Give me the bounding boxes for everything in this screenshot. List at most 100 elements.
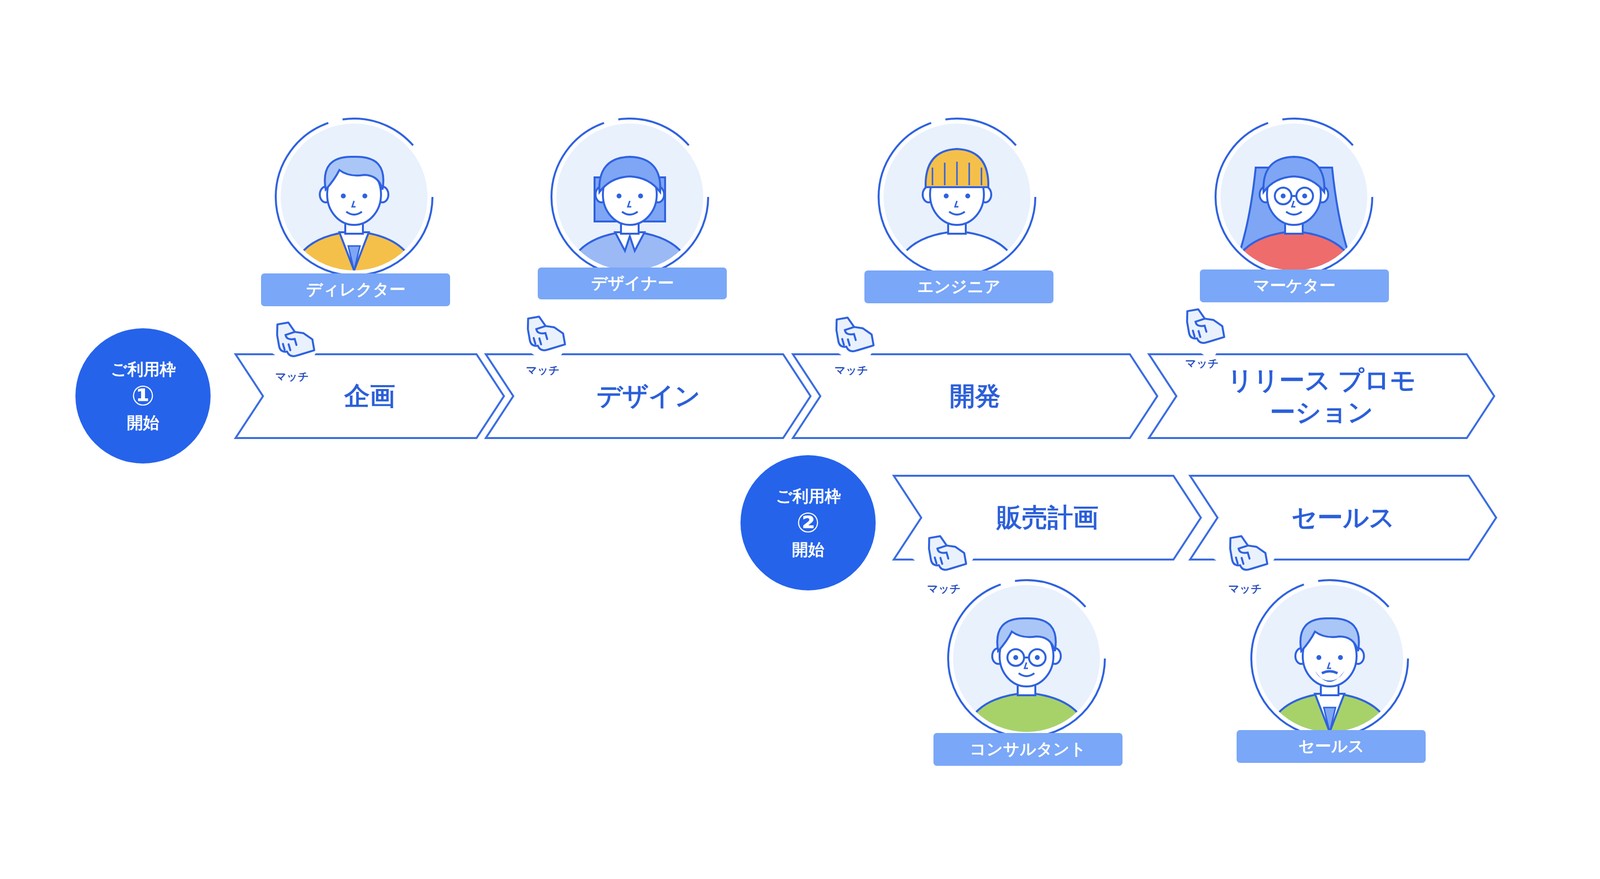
node-text: 開始 xyxy=(126,412,160,433)
illustration-part xyxy=(528,322,553,349)
illustration-part xyxy=(324,156,384,190)
node-text: リリース プロモーション xyxy=(1217,364,1426,429)
match-label: マッチ xyxy=(1183,356,1221,371)
illustration-part xyxy=(837,323,862,350)
illustration-part xyxy=(1316,654,1322,660)
role-label: マーケター xyxy=(1199,269,1389,303)
node-text: 企画 xyxy=(344,380,396,412)
illustration-part xyxy=(352,200,356,207)
node-text: エンジニア xyxy=(917,277,1001,296)
illustration-part xyxy=(1302,193,1308,199)
illustration-part xyxy=(1314,670,1345,682)
illustration-part xyxy=(346,211,362,215)
match-label: マッチ xyxy=(1226,581,1264,597)
illustration-part xyxy=(1256,584,1404,732)
step-number: ① xyxy=(131,379,155,412)
illustration-part xyxy=(638,193,644,199)
illustration-part xyxy=(517,311,570,360)
illustration-part xyxy=(1034,654,1040,660)
illustration-part xyxy=(290,231,418,281)
process-chevron: セールス xyxy=(1189,474,1498,561)
node-text: デザイン xyxy=(596,380,701,412)
illustration-part xyxy=(1286,211,1302,215)
illustration-part xyxy=(955,200,959,207)
illustration-part xyxy=(1314,693,1345,732)
illustration-part xyxy=(1028,648,1046,666)
avatar xyxy=(1251,579,1409,742)
illustration-part xyxy=(339,232,369,271)
node-text: セールス xyxy=(1298,737,1365,755)
illustration-part xyxy=(340,193,346,199)
chevron-path xyxy=(235,354,504,438)
match-label: マッチ xyxy=(925,581,963,597)
illustration-part xyxy=(1251,579,1409,737)
role-label: デザイナー xyxy=(537,267,727,300)
match-label: マッチ xyxy=(273,369,311,384)
process-chevron: 販売計画 xyxy=(892,474,1202,561)
illustration-part xyxy=(1007,648,1025,666)
illustration-part xyxy=(348,245,360,271)
illustration-part xyxy=(1321,670,1338,673)
illustration-part xyxy=(1274,187,1292,205)
illustration-part xyxy=(1327,662,1332,669)
illustration-part xyxy=(362,193,368,199)
avatar xyxy=(1215,118,1373,281)
avatar xyxy=(275,118,433,281)
illustration-part xyxy=(1291,194,1297,197)
illustration-part xyxy=(1169,298,1234,360)
chevron-path xyxy=(893,475,1201,560)
illustration-part xyxy=(1280,193,1286,199)
illustration-part xyxy=(1018,672,1035,676)
chevron-path xyxy=(485,354,811,438)
chevron-path xyxy=(792,354,1158,438)
illustration-part xyxy=(616,193,622,199)
node-text: 販売計画 xyxy=(996,501,1099,534)
illustration-part xyxy=(925,148,989,188)
illustration-part xyxy=(627,200,632,207)
step-number: ② xyxy=(796,505,820,539)
illustration-part xyxy=(275,118,433,276)
illustration-part xyxy=(615,232,645,251)
match-icon xyxy=(1169,298,1234,360)
illustration-part xyxy=(280,123,428,271)
illustration-part xyxy=(965,193,971,199)
avatar xyxy=(948,579,1105,742)
role-label: コンサルタント xyxy=(933,732,1123,766)
illustration-part xyxy=(1296,187,1314,205)
role-label: セールス xyxy=(1236,729,1426,763)
process-chevron: 企画 xyxy=(234,353,505,439)
illustration-part xyxy=(1323,707,1336,732)
role-label: エンジニア xyxy=(864,270,1054,304)
illustration-part xyxy=(932,161,982,186)
node-text: ご利用枠 xyxy=(110,358,176,380)
illustration-part xyxy=(1291,200,1296,207)
node-text: コンサルタント xyxy=(969,740,1087,758)
illustration-part xyxy=(1176,304,1229,353)
match-label: マッチ xyxy=(524,362,562,378)
node-text: デザイナー xyxy=(591,274,674,292)
role-label: ディレクター xyxy=(261,273,451,307)
start-circle: ご利用枠②開始 xyxy=(740,454,876,591)
node-text: セールス xyxy=(1291,501,1395,534)
avatar xyxy=(878,118,1036,281)
node-text: 開始 xyxy=(791,539,825,560)
illustration-part xyxy=(621,211,638,215)
node-text: マーケター xyxy=(1253,276,1336,295)
illustration-part xyxy=(1024,656,1029,659)
illustration-part xyxy=(949,211,965,215)
illustration-part xyxy=(599,156,661,192)
illustration-part xyxy=(943,193,949,199)
illustration-part xyxy=(997,618,1056,651)
illustration-part xyxy=(1300,618,1360,651)
match-label: マッチ xyxy=(833,362,870,378)
illustration-part xyxy=(1188,315,1213,341)
chevron-path xyxy=(1148,354,1495,438)
chevron-path xyxy=(1190,475,1497,560)
avatar xyxy=(551,118,709,281)
node-text: 開発 xyxy=(949,380,1001,412)
node-text: ディレクター xyxy=(306,280,406,299)
node-text: ご利用枠 xyxy=(775,485,841,506)
start-circle: ご利用枠①開始 xyxy=(75,328,211,464)
illustration-part xyxy=(1263,156,1325,192)
illustration-part xyxy=(1024,662,1028,669)
